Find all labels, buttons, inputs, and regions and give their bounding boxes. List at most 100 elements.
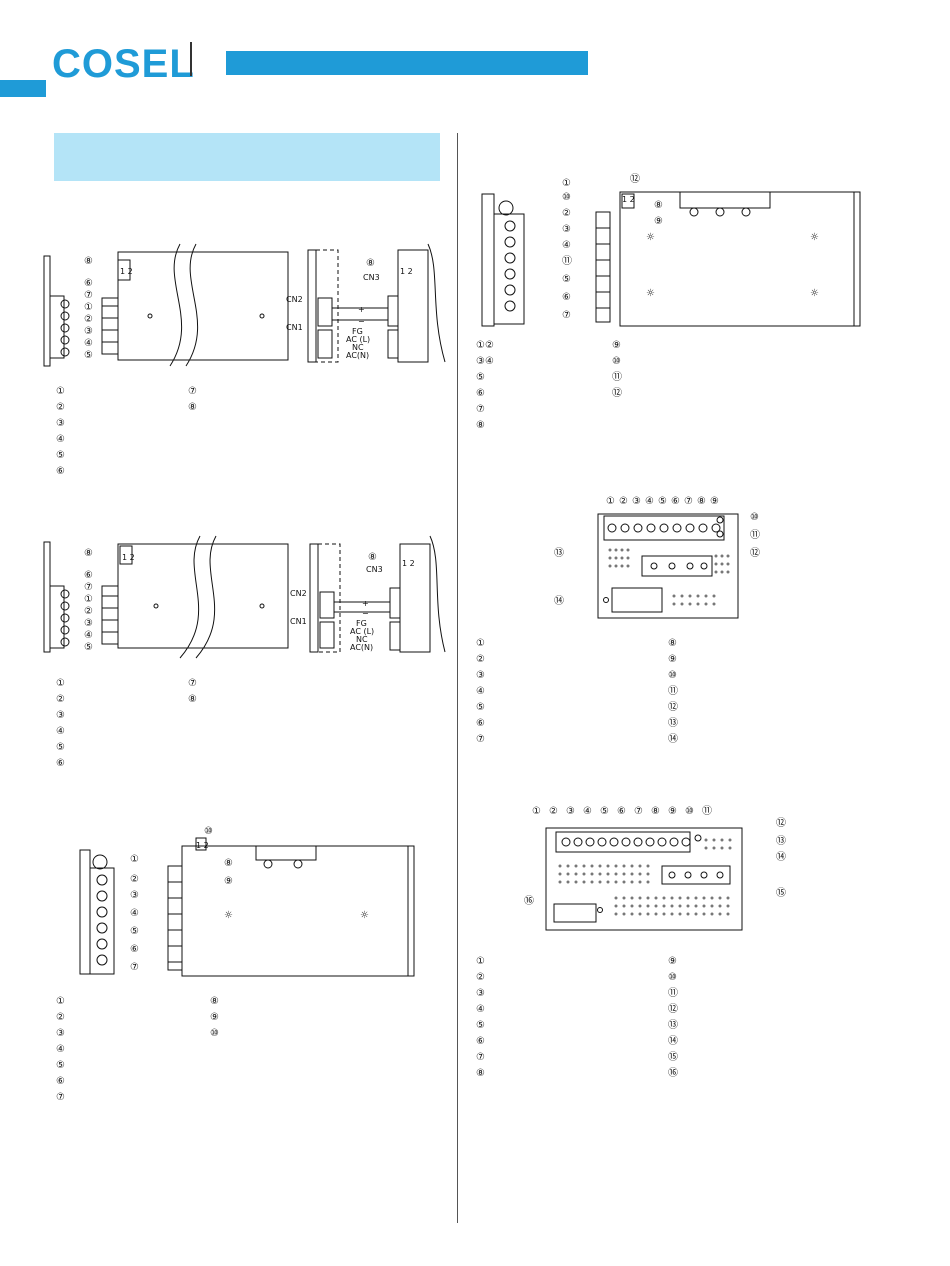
svg-text:①: ① — [532, 806, 541, 817]
svg-text:AC(N): AC(N) — [346, 351, 369, 360]
fig1-diagram: ⑧ ⑥ ⑦ ① ② ③ ④ ⑤ 1 2 ⑧ CN3 1 2 CN2 CN1 + … — [43, 243, 446, 367]
svg-text:⑥: ⑥ — [84, 570, 93, 581]
fig5-diagram: ① ② ③ ④ ⑤ ⑥ ⑦ ⑧ ⑨ ⑩ ⑪ ⑫ ⑬ ⑭ — [554, 496, 760, 619]
svg-text:+: + — [362, 599, 369, 608]
svg-text:⑪: ⑪ — [702, 805, 712, 817]
column-divider — [457, 133, 458, 1223]
fig5-callout-11: ⑪ — [750, 529, 760, 541]
svg-text:④: ④ — [84, 630, 93, 641]
svg-text:⑧: ⑧ — [84, 256, 93, 267]
fig6-callout-15: ⑮ — [776, 887, 786, 899]
fig5-callout-13: ⑬ — [554, 547, 564, 559]
header-bar — [226, 51, 588, 75]
svg-text:⑨: ⑨ — [710, 496, 719, 507]
fig5-callouts-top: ① ② ③ ④ ⑤ ⑥ ⑦ ⑧ ⑨ — [606, 496, 719, 507]
fig3-diagram: ① ② ③ ④ ⑤ ⑥ ⑦ ⑩ ⑧ ⑨ 1 2 ☼☼ — [79, 826, 415, 977]
fig6-callout-16: ⑯ — [524, 895, 534, 907]
svg-text:1 2: 1 2 — [400, 267, 413, 276]
svg-text:⑪: ⑪ — [562, 255, 572, 267]
fig4-callouts-terms: ① ⑩ ② ③ ④ ⑪ ⑤ ⑥ ⑦ — [562, 178, 572, 321]
svg-text:AC (L): AC (L) — [350, 627, 374, 636]
svg-text:②: ② — [619, 496, 628, 507]
svg-text:⑤: ⑤ — [658, 496, 667, 507]
fig4-callout-9: ⑨ — [654, 216, 663, 227]
fig1-callouts-left: ⑧ ⑥ ⑦ ① ② ③ ④ ⑤ — [84, 256, 93, 361]
svg-text:⑩: ⑩ — [685, 806, 694, 817]
svg-text:⑩: ⑩ — [562, 192, 571, 203]
svg-text:⑦: ⑦ — [684, 496, 693, 507]
fig2-cn1-label: CN1 — [290, 617, 307, 626]
fig5-terminal-screws — [607, 523, 721, 533]
svg-text:③: ③ — [632, 496, 641, 507]
svg-text:+: + — [358, 305, 365, 314]
fig3-callout-8: ⑧ — [224, 858, 233, 869]
svg-text:④: ④ — [130, 908, 139, 919]
svg-text:③: ③ — [562, 224, 571, 235]
svg-text:③: ③ — [84, 618, 93, 629]
svg-text:③: ③ — [130, 890, 139, 901]
svg-text:NC: NC — [356, 635, 368, 644]
fig1-terminals — [60, 299, 70, 357]
svg-text:⑨: ⑨ — [668, 806, 677, 817]
svg-text:①: ① — [562, 178, 571, 189]
svg-text:1 2: 1 2 — [622, 195, 635, 204]
svg-text:②: ② — [549, 806, 558, 817]
svg-text:⑥: ⑥ — [130, 944, 139, 955]
svg-text:①: ① — [130, 854, 139, 865]
fig1-cn3-label: CN3 — [363, 273, 380, 282]
svg-text:②: ② — [84, 606, 93, 617]
svg-text:☼: ☼ — [360, 910, 369, 921]
svg-text:⑥: ⑥ — [617, 806, 626, 817]
fig6-callout-14: ⑭ — [776, 851, 786, 863]
logo-separator — [190, 42, 192, 76]
fig6-diagram: ① ② ③ ④ ⑤ ⑥ ⑦ ⑧ ⑨ ⑩ ⑪ ⑫ ⑬ ⑭ ⑮ ⑯ — [524, 805, 786, 931]
cosel-logo: COSEL — [52, 42, 195, 86]
svg-text:⑥: ⑥ — [671, 496, 680, 507]
svg-text:⑤: ⑤ — [562, 274, 571, 285]
svg-text:☼: ☼ — [646, 232, 655, 243]
svg-text:③: ③ — [84, 326, 93, 337]
svg-text:④: ④ — [583, 806, 592, 817]
svg-text:⑤: ⑤ — [84, 642, 93, 653]
fig3-callout-9: ⑨ — [224, 876, 233, 887]
svg-text:AC(N): AC(N) — [350, 643, 373, 652]
fig2-cn3-label: CN3 — [366, 565, 383, 574]
fig5-callout-12: ⑫ — [750, 547, 760, 559]
fig6-terminal-screws — [561, 837, 691, 847]
fig2-callouts-left: ⑧ ⑥ ⑦ ① ② ③ ④ ⑤ — [84, 548, 93, 653]
fig1-callout-right: ⑧ — [366, 258, 375, 269]
svg-text:⑧: ⑧ — [651, 806, 660, 817]
svg-text:⑥: ⑥ — [84, 278, 93, 289]
svg-text:⑥: ⑥ — [562, 292, 571, 303]
fig4-diagram: ① ⑩ ② ③ ④ ⑪ ⑤ ⑥ ⑦ ⑫ ⑧ ⑨ 1 2 ☼☼☼☼ — [481, 173, 861, 327]
fig1-cn1-label: CN1 — [286, 323, 303, 332]
svg-text:−: − — [362, 609, 369, 618]
fig4-callout-8: ⑧ — [654, 200, 663, 211]
fig1-cn2-label: CN2 — [286, 295, 303, 304]
fig5-callout-14: ⑭ — [554, 595, 564, 607]
svg-text:⑦: ⑦ — [562, 310, 571, 321]
fig6-callouts-top: ① ② ③ ④ ⑤ ⑥ ⑦ ⑧ ⑨ ⑩ ⑪ — [532, 805, 712, 817]
svg-text:①: ① — [84, 594, 93, 605]
section-heading-box — [54, 133, 440, 181]
fig3-callout-top: ⑩ — [204, 826, 213, 837]
fig6-callout-12: ⑫ — [776, 817, 786, 829]
svg-text:☼: ☼ — [810, 232, 819, 243]
svg-text:⑧: ⑧ — [697, 496, 706, 507]
svg-text:④: ④ — [562, 240, 571, 251]
svg-text:⑤: ⑤ — [130, 926, 139, 937]
svg-text:⑤: ⑤ — [84, 350, 93, 361]
svg-text:①: ① — [84, 302, 93, 313]
svg-text:FG: FG — [356, 619, 367, 628]
fig2-diagram: ⑧ ⑥ ⑦ ① ② ③ ④ ⑤ 1 2 ⑧ CN3 1 2 CN2 CN1 + … — [43, 535, 446, 659]
svg-text:①: ① — [606, 496, 615, 507]
svg-text:③: ③ — [566, 806, 575, 817]
svg-text:⑦: ⑦ — [84, 582, 93, 593]
